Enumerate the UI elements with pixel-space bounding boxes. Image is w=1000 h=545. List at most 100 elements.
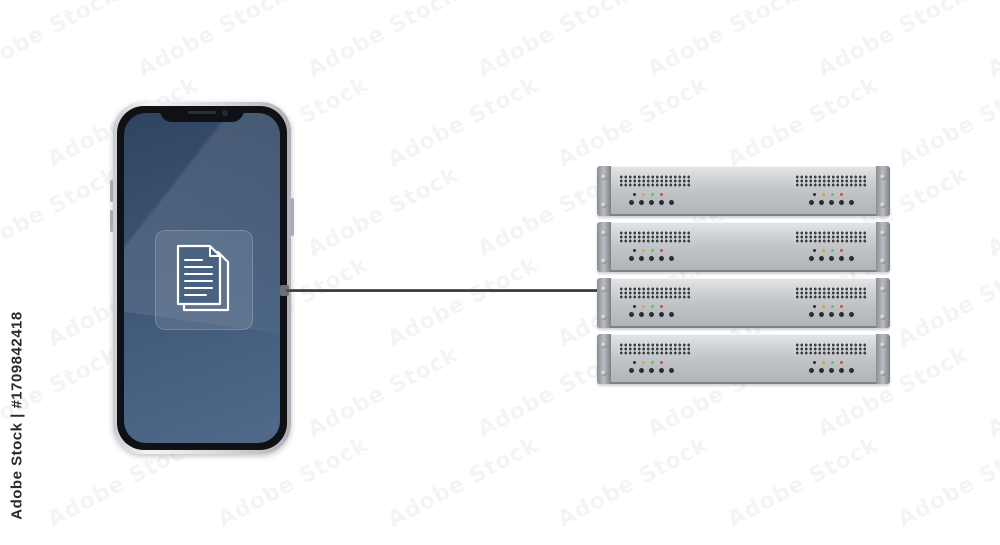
status-indicator-row — [813, 193, 843, 196]
server-unit-3 — [597, 278, 890, 328]
vent-grille — [619, 231, 691, 243]
watermark-text: Adobe Stock — [0, 0, 123, 83]
port-led-icon — [659, 200, 664, 205]
status-light-icon — [651, 305, 654, 308]
watermark-text: Adobe Stock — [554, 72, 713, 172]
port-led-icon — [659, 256, 664, 261]
rack-mount-ear — [597, 278, 611, 328]
watermark-text: Adobe Stock — [984, 162, 1000, 262]
port-led-icon — [639, 312, 644, 317]
watermark-text: Adobe Stock — [894, 72, 1000, 172]
rack-mount-ear — [876, 166, 890, 216]
port-led-row — [629, 200, 674, 205]
port-led-row — [809, 368, 854, 373]
port-led-icon — [649, 256, 654, 261]
port-led-icon — [849, 368, 854, 373]
screw-icon — [601, 314, 607, 320]
vent-grille — [795, 175, 867, 187]
status-indicator-row — [813, 305, 843, 308]
stock-id-text: Adobe Stock | #1709842418 — [8, 310, 26, 520]
port-led-icon — [669, 200, 674, 205]
port-led-icon — [819, 200, 824, 205]
status-light-icon — [822, 361, 825, 364]
status-light-icon — [633, 249, 636, 252]
vent-grille — [795, 343, 867, 355]
watermark-text: Adobe Stock — [894, 252, 1000, 352]
port-led-icon — [819, 256, 824, 261]
port-led-icon — [639, 200, 644, 205]
watermark-text: Adobe Stock — [384, 252, 543, 352]
screw-icon — [601, 370, 607, 376]
port-led-icon — [669, 256, 674, 261]
rack-mount-ear — [597, 222, 611, 272]
status-light-icon — [633, 361, 636, 364]
status-light-icon — [822, 305, 825, 308]
status-light-icon — [633, 193, 636, 196]
port-led-icon — [839, 368, 844, 373]
port-led-row — [809, 200, 854, 205]
screw-icon — [880, 342, 886, 348]
document-tile[interactable] — [155, 230, 253, 330]
watermark-text: Adobe Stock — [814, 0, 973, 83]
document-icon — [176, 244, 230, 312]
connection-cable — [286, 289, 600, 292]
phone-power-button — [291, 198, 294, 236]
status-light-icon — [651, 193, 654, 196]
port-led-icon — [659, 368, 664, 373]
port-led-icon — [829, 200, 834, 205]
port-led-icon — [849, 256, 854, 261]
status-indicator-row — [813, 361, 843, 364]
port-led-row — [809, 256, 854, 261]
screw-icon — [880, 258, 886, 264]
status-light-icon — [831, 361, 834, 364]
status-light-icon — [813, 249, 816, 252]
status-light-icon — [642, 361, 645, 364]
status-light-icon — [822, 193, 825, 196]
screw-icon — [880, 314, 886, 320]
status-indicator-row — [633, 361, 663, 364]
screw-icon — [601, 230, 607, 236]
status-light-icon — [660, 193, 663, 196]
port-led-icon — [829, 368, 834, 373]
port-led-icon — [629, 200, 634, 205]
port-led-icon — [849, 200, 854, 205]
watermark-text: Adobe Stock — [384, 432, 543, 532]
front-camera — [222, 110, 228, 116]
port-led-icon — [809, 256, 814, 261]
screw-icon — [880, 230, 886, 236]
screw-icon — [880, 174, 886, 180]
port-led-row — [809, 312, 854, 317]
screw-icon — [601, 286, 607, 292]
vent-grille — [795, 287, 867, 299]
watermark-text: Adobe Stock — [894, 432, 1000, 532]
status-light-icon — [831, 249, 834, 252]
status-light-icon — [813, 305, 816, 308]
status-light-icon — [651, 361, 654, 364]
port-led-icon — [839, 256, 844, 261]
status-light-icon — [840, 361, 843, 364]
port-led-icon — [639, 256, 644, 261]
port-led-icon — [829, 312, 834, 317]
port-led-icon — [659, 312, 664, 317]
rack-mount-ear — [876, 278, 890, 328]
phone-notch — [160, 106, 244, 122]
status-indicator-row — [633, 193, 663, 196]
rack-mount-ear — [876, 222, 890, 272]
watermark-text: Adobe Stock — [724, 72, 883, 172]
watermark-text: Adobe Stock — [384, 72, 543, 172]
screw-icon — [880, 286, 886, 292]
watermark-text: Adobe Stock — [724, 432, 883, 532]
rack-mount-ear — [597, 166, 611, 216]
phone-volume-up-button — [110, 180, 113, 202]
status-light-icon — [660, 249, 663, 252]
cable-plug — [280, 285, 289, 296]
port-led-icon — [839, 312, 844, 317]
vent-grille — [619, 175, 691, 187]
screw-icon — [601, 202, 607, 208]
watermark-text: Adobe Stock — [304, 162, 463, 262]
port-led-icon — [649, 200, 654, 205]
port-led-icon — [819, 312, 824, 317]
port-led-icon — [629, 312, 634, 317]
port-led-icon — [669, 368, 674, 373]
status-light-icon — [642, 249, 645, 252]
